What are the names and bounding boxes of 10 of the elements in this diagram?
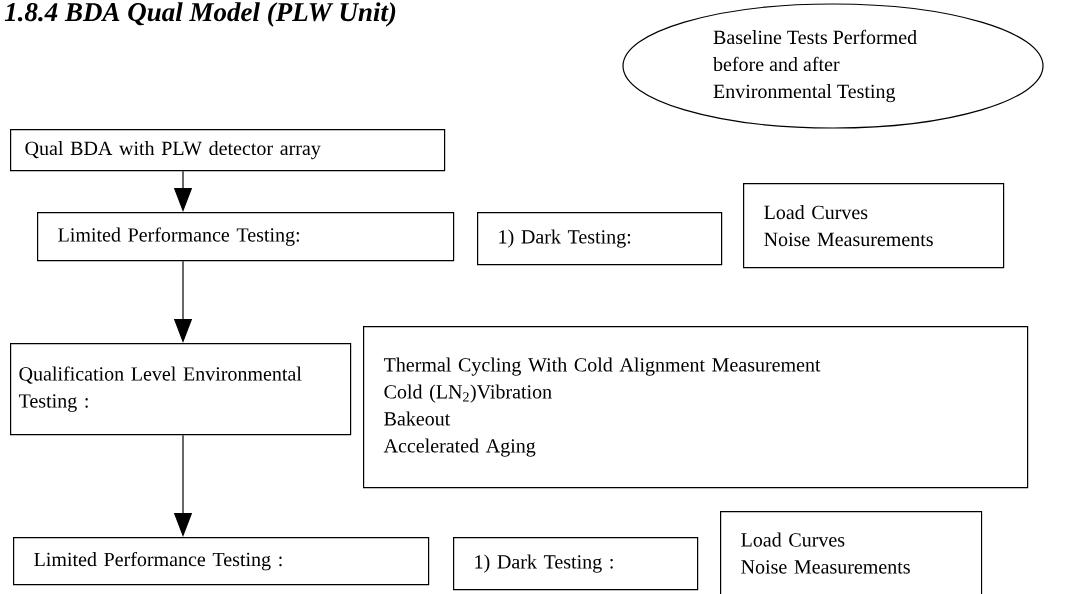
heading: 1.8.4 BDA Qual Model (PLW Unit) [4, 2, 396, 27]
process-box: Thermal Cycling With Cold Alignment Measurement Cold (LN$_{2}$)Vibration Bakeout Accelerated Aging [363, 326, 1029, 489]
process-box: Load Curves Noise Measurements [743, 183, 1005, 269]
process-box: Load Curves Noise Measurements [720, 511, 983, 594]
process-box: Limited Performance Testing : [13, 537, 430, 586]
process-box: 1) Dark Testing: [477, 212, 723, 266]
process-box: Limited Performance Testing: [37, 212, 455, 262]
process-box: 1) Dark Testing : [453, 537, 699, 591]
process-box: Qualification Level Environmental Testing : [10, 343, 352, 436]
process-box: Qual BDA with PLW detector array [10, 129, 446, 172]
